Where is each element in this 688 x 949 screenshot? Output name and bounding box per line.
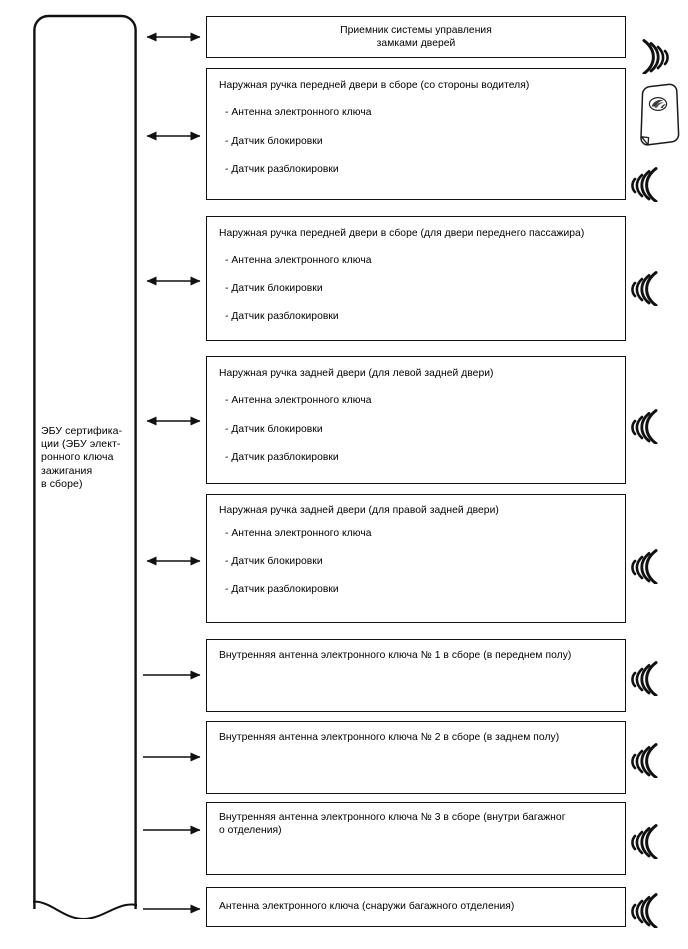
ecu-label-line-3: ронного ключа [41,451,114,464]
ecu-outline-shape [33,14,137,919]
node-item: - Датчик блокировки [225,424,323,435]
node-item: - Датчик разблокировки [225,311,339,322]
wave-interior-1-icon [631,661,658,696]
node-rear-door-handle-left[interactable]: Наружная ручка задней двери (для левой з… [206,356,626,484]
node-title-line-2: замками дверей [376,38,456,49]
node-door-lock-receiver[interactable]: Приемник системы управления замками двер… [206,16,626,58]
node-title-line-1: Приемник системы управления [340,25,492,36]
ecu-label-line-1: ЭБУ сертифика- [41,425,123,437]
ecu-label-line-5: в сборе) [41,477,83,490]
ecu-block[interactable]: ЭБУ сертифика- ции (ЭБУ элект- ронного к… [33,14,137,919]
node-interior-antenna-1[interactable]: Внутренняя антенна электронного ключа № … [206,639,626,712]
node-title: Наружная ручка задней двери (для правой … [219,505,499,516]
node-title: Внутренняя антенна электронного ключа № … [219,732,560,743]
node-item: - Датчик блокировки [225,136,323,147]
wave-interior-2-icon [631,743,658,778]
wave-rear-left-icon [631,409,658,444]
node-item: - Датчик разблокировки [225,452,339,463]
node-title: Наружная ручка задней двери (для левой з… [219,368,494,379]
node-title: Антенна электронного ключа (снаружи бага… [219,901,515,912]
ecu-label: ЭБУ сертифика- ции (ЭБУ элект- ронного к… [41,425,135,491]
node-luggage-exterior-antenna[interactable]: Антенна электронного ключа (снаружи бага… [206,887,626,927]
ecu-label-line-2: ции (ЭБУ элект- [41,438,121,451]
node-item: - Датчик блокировки [225,283,323,294]
wave-driver-icon [631,167,658,202]
node-item: - Антенна электронного ключа [225,395,372,406]
wave-passenger-icon [631,271,658,306]
node-item: - Антенна электронного ключа [225,528,372,539]
node-item: - Антенна электронного ключа [225,107,372,118]
electronic-key-fob-icon [640,83,680,146]
node-item: - Датчик блокировки [225,556,323,567]
node-title: Наружная ручка передней двери в сборе (д… [219,228,585,239]
node-title-wrap: о отделения) [219,825,282,836]
node-interior-antenna-2[interactable]: Внутренняя антенна электронного ключа № … [206,721,626,794]
wave-receiver-icon [642,39,669,74]
wave-interior-3-icon [631,824,658,859]
node-title: Наружная ручка передней двери в сборе (с… [219,80,530,91]
node-rear-door-handle-right[interactable]: Наружная ручка задней двери (для правой … [206,494,626,623]
ecu-label-line-4: зажигания [41,464,93,477]
node-front-door-handle-driver[interactable]: Наружная ручка передней двери в сборе (с… [206,68,626,200]
wave-luggage-icon [631,893,658,928]
node-title: Внутренняя антенна электронного ключа № … [219,650,572,661]
node-item: - Датчик разблокировки [225,164,339,175]
node-interior-antenna-3[interactable]: Внутренняя антенна электронного ключа № … [206,802,626,875]
node-title: Внутренняя антенна электронного ключа № … [219,812,566,823]
node-front-door-handle-passenger[interactable]: Наружная ручка передней двери в сборе (д… [206,216,626,341]
node-item: - Антенна электронного ключа [225,255,372,266]
wave-rear-right-icon [631,549,658,584]
node-item: - Датчик разблокировки [225,584,339,595]
